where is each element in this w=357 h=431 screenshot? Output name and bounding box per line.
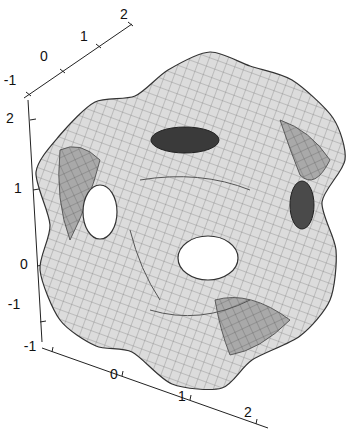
surface-hole	[83, 185, 117, 239]
tick-label: 1	[178, 389, 186, 403]
tick-label: 1	[14, 181, 22, 195]
tick-label: 2	[244, 405, 252, 419]
surface-hole	[290, 181, 314, 229]
surface-outline	[36, 52, 345, 389]
implicit-surface	[36, 52, 345, 389]
tick-label: -1	[8, 297, 20, 311]
tick-label: -1	[4, 73, 16, 87]
surface-shade	[215, 298, 290, 356]
surface-hole	[151, 127, 219, 153]
surface-shade	[280, 120, 330, 180]
tick-label: 0	[20, 257, 28, 271]
surface-crease	[130, 177, 250, 316]
tick-label: -1	[24, 339, 36, 353]
tick-label: 0	[110, 367, 118, 381]
tick-label: 2	[120, 7, 128, 21]
tick-label: 2	[6, 111, 14, 125]
surface-hole	[178, 236, 238, 280]
tick-label: 0	[40, 49, 48, 63]
tick-label: 1	[80, 29, 88, 43]
